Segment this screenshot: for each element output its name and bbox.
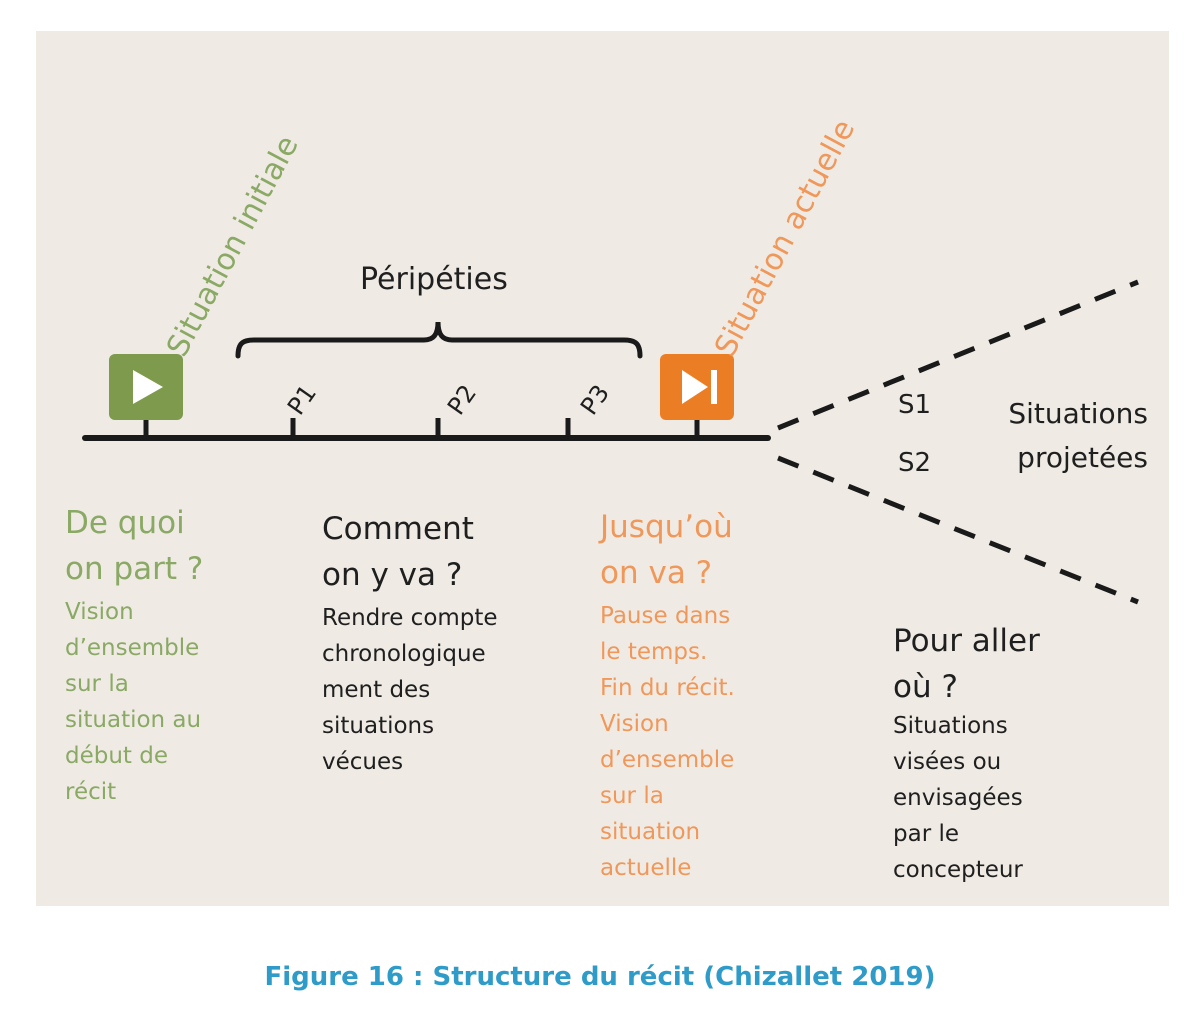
column-projected-body: Situations visées ou envisagées par le c… [893,713,1023,883]
column-initial-body: Vision d’ensemble sur la situation au dé… [65,599,202,805]
column-current-body: Pause dans le temps. Fin du récit. Visio… [600,603,735,881]
s2-label: S2 [898,448,932,478]
skip-forward-icon [660,354,734,420]
peripeties-label: Péripéties [360,262,508,297]
column-projected-heading: Pour aller où ? [893,623,1040,705]
peripeties-bracket [235,321,643,359]
projection-line-lower [777,455,1139,605]
column-initial-heading: De quoi on part ? [65,505,204,587]
column-peripeties-heading: Comment on y va ? [322,511,474,593]
s1-label: S1 [898,390,932,420]
figure-caption: Figure 16 : Structure du récit (Chizalle… [264,962,936,992]
column-peripeties-body: Rendre compte chronologique ment des sit… [322,605,498,775]
diagram-panel [36,31,1169,906]
situations-projetees-label: Situations projetées [1008,397,1148,474]
play-icon [109,354,183,420]
projection-line-upper [777,279,1139,431]
column-current-heading: Jusqu’où on va ? [600,509,733,591]
